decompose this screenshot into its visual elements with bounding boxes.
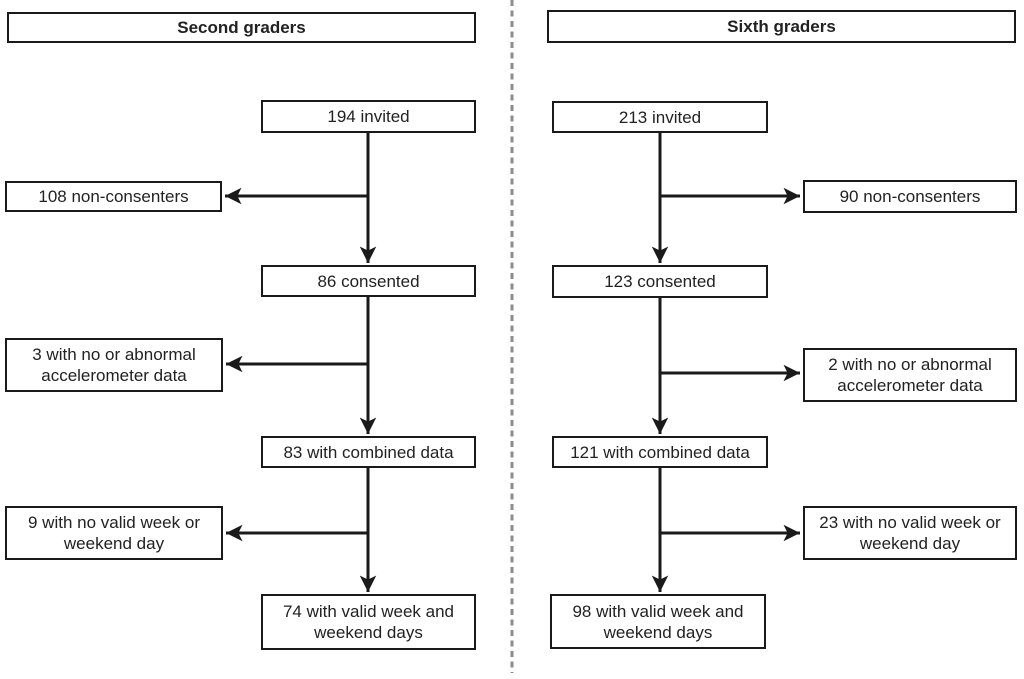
node-sixth-consented: 123 consented — [552, 265, 768, 298]
node-second-valid-days: 74 with valid week and weekend days — [261, 594, 476, 650]
panel-title-sixth-graders: Sixth graders — [547, 10, 1016, 43]
node-sixth-combined-data: 121 with combined data — [552, 436, 768, 468]
node-second-consented: 86 consented — [261, 265, 476, 297]
node-second-invited: 194 invited — [261, 100, 476, 133]
node-sixth-no-accelerometer: 2 with no or abnormal accelerometer data — [803, 348, 1017, 402]
node-sixth-no-valid-days: 23 with no valid week or weekend day — [803, 506, 1017, 560]
node-sixth-invited: 213 invited — [552, 101, 768, 133]
node-sixth-valid-days: 98 with valid week and weekend days — [550, 594, 766, 649]
node-second-combined-data: 83 with combined data — [261, 436, 476, 468]
node-second-no-accelerometer: 3 with no or abnormal accelerometer data — [5, 338, 223, 392]
node-second-no-valid-days: 9 with no valid week or weekend day — [5, 506, 223, 560]
panel-title-second-graders: Second graders — [7, 12, 476, 43]
node-second-non-consenters: 108 non-consenters — [5, 181, 222, 212]
node-sixth-non-consenters: 90 non-consenters — [803, 180, 1017, 213]
